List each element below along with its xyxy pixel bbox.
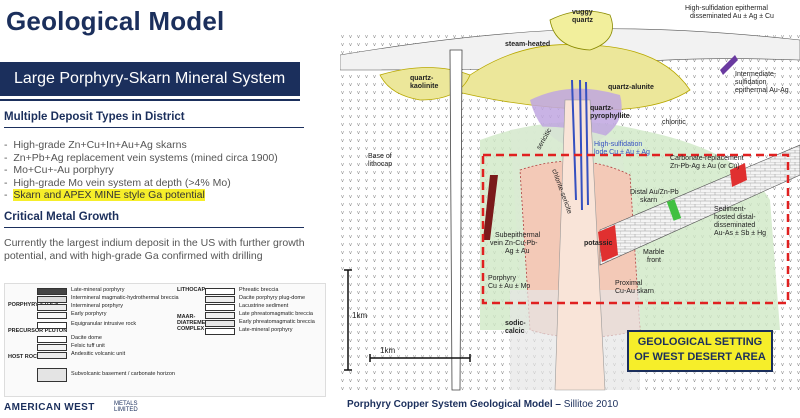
legend-label: Intermineral magmatic-hydrothermal brecc… <box>71 295 179 301</box>
legend-swatch <box>37 344 67 351</box>
legend-swatch <box>37 352 67 359</box>
geological-setting-callout: GEOLOGICAL SETTING OF WEST DESERT AREA <box>627 330 773 372</box>
legend-label: Equigranular intrusive rock <box>71 321 137 327</box>
legend-swatch <box>205 296 235 303</box>
legend-group-label: MAAR-DIATREME COMPLEX <box>177 314 206 332</box>
scale-horizontal-label: 1km <box>380 346 395 355</box>
label-quartz-alunite: quartz-alunite <box>608 84 654 91</box>
legend-label: Dacite porphyry plug-dome <box>239 295 306 301</box>
company-logo-subtitle: METALS LIMITED <box>114 401 138 413</box>
legend-group-label: LITHOCAP <box>177 287 206 293</box>
legend-swatch <box>37 304 67 311</box>
legend-label: Felsic tuff unit <box>71 343 105 349</box>
legend-swatch <box>205 288 235 295</box>
list-item: - High-grade Zn+Cu+In+Au+Ag skarns <box>4 139 187 151</box>
divider <box>4 127 304 128</box>
list-item: - Mo+Cu+-Au porphyry <box>4 164 114 176</box>
company-logo: AMERICAN WEST <box>4 402 95 413</box>
legend-label: Phreatic breccia <box>239 287 279 293</box>
legend-swatch <box>205 320 235 327</box>
legend-label: Early porphyry <box>71 311 107 317</box>
geological-setting-text: GEOLOGICAL SETTING OF WEST DESERT AREA <box>634 336 766 363</box>
legend-label: Late phreatomagmatic breccia <box>239 311 313 317</box>
legend-label: Intermineral porphyry <box>71 303 123 309</box>
legend-swatch <box>37 312 67 319</box>
legend-label: Late-mineral porphyry <box>239 327 293 333</box>
legend-label: Lacustrine sediment <box>239 303 289 309</box>
legend-group-label: HOST ROCKS <box>8 354 45 360</box>
lithology-legend: PORPHYRY STOCK PRECURSOR PLUTON HOST ROC… <box>4 283 326 397</box>
label-steam-heated: steam-heated <box>505 41 550 48</box>
label-potassic: potassic <box>584 240 613 247</box>
figure-caption: Porphyry Copper System Geological Model … <box>347 399 619 410</box>
vuggy-quartz-zone <box>549 10 613 51</box>
divider <box>4 227 304 228</box>
legend-swatch <box>37 296 67 303</box>
list-item: - Zn+Pb+Ag replacement vein systems (min… <box>4 151 278 164</box>
scale-vertical-label: 1km <box>352 311 367 320</box>
legend-swatch <box>37 368 67 382</box>
legend-swatch <box>205 312 235 319</box>
page-title: Geological Model <box>6 6 225 36</box>
legend-label: Andesitic volcanic unit <box>71 351 126 357</box>
banner-underline <box>0 99 300 101</box>
legend-swatch <box>37 322 67 329</box>
critical-metal-paragraph: Currently the largest indium deposit in … <box>4 237 305 262</box>
legend-group-label: PORPHYRY STOCK <box>8 302 60 308</box>
banner-text: Large Porphyry-Skarn Mineral System <box>14 70 286 87</box>
section-heading-critical-metal: Critical Metal Growth <box>4 211 120 223</box>
porphyry-system-diagram: v High- <box>340 0 800 395</box>
west-desert-outline <box>481 153 790 305</box>
legend-swatch <box>205 304 235 311</box>
legend-label: Late-mineral porphyry <box>71 287 125 293</box>
list-item: - High-grade Mo vein system at depth (>4… <box>4 176 231 189</box>
legend-label: Early phreatomagmatic breccia <box>239 319 315 325</box>
section-banner: Large Porphyry-Skarn Mineral System <box>0 62 300 96</box>
label-quartz-kaolinite: quartz-kaolinite <box>410 75 439 90</box>
label-quartz-pyrophyllite: quartz-pyrophyllite <box>590 105 630 120</box>
legend-swatch <box>205 328 235 335</box>
legend-label: Subvolcanic basement / carbonate horizon <box>71 371 175 377</box>
deposit-types-list: - High-grade Zn+Cu+In+Au+Ag skarns - Zn+… <box>4 139 324 202</box>
label-sodic-calcic: sodic-calcic <box>505 320 526 335</box>
legend-label: Dacite dome <box>71 335 102 341</box>
legend-group-label: PRECURSOR PLUTON <box>8 328 68 334</box>
legend-swatch <box>37 288 67 295</box>
section-heading-deposit-types: Multiple Deposit Types in District <box>4 111 185 123</box>
legend-swatch <box>37 336 67 343</box>
label-chloritic: chloritic <box>662 119 686 126</box>
list-item: - Skarn and APEX MINE style Ga potential <box>4 189 205 201</box>
